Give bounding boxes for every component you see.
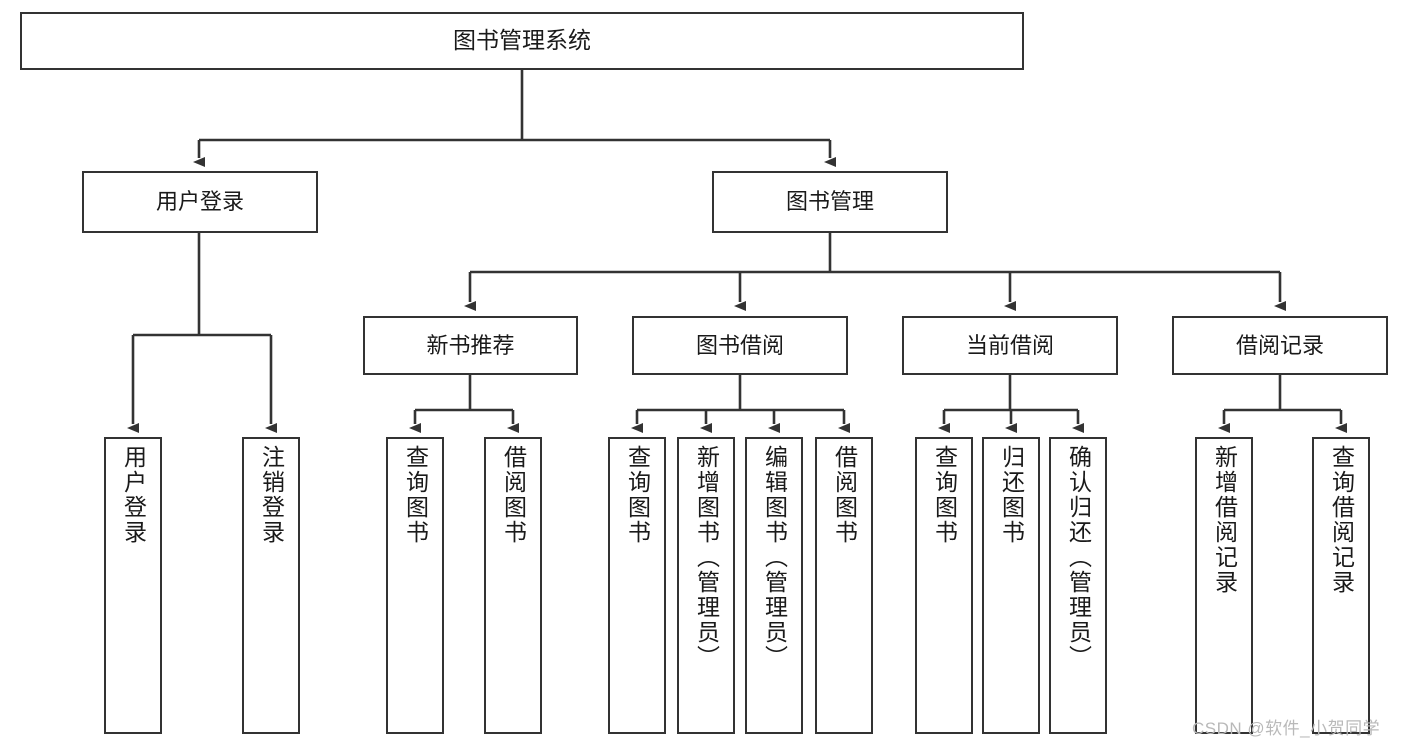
node-root[interactable]: 图书管理系统 <box>20 12 1024 70</box>
node-leaf-confirm-return-admin-label: 确认归还（管理员） <box>1065 445 1092 670</box>
node-leaf-borrow-book-new-label: 借阅图书 <box>500 445 527 545</box>
node-leaf-query-book-new-label: 查询图书 <box>402 445 429 545</box>
node-book-management[interactable]: 图书管理 <box>712 171 948 233</box>
node-leaf-borrow-book-new[interactable]: 借阅图书 <box>484 437 542 734</box>
node-current-borrow-label: 当前借阅 <box>965 332 1054 358</box>
node-borrow-record[interactable]: 借阅记录 <box>1172 316 1388 375</box>
node-leaf-add-borrow-record-label: 新增借阅记录 <box>1211 445 1238 595</box>
node-leaf-query-borrow-record[interactable]: 查询借阅记录 <box>1312 437 1370 734</box>
node-leaf-user-login[interactable]: 用户登录 <box>104 437 162 734</box>
node-user-login-label: 用户登录 <box>155 189 244 215</box>
node-leaf-return-book[interactable]: 归还图书 <box>982 437 1040 734</box>
node-leaf-query-book-current-label: 查询图书 <box>931 445 958 545</box>
node-new-book-recommend-label: 新书推荐 <box>426 332 515 358</box>
node-book-management-label: 图书管理 <box>785 189 874 215</box>
node-leaf-borrow-book-label: 借阅图书 <box>831 445 858 545</box>
node-leaf-add-borrow-record[interactable]: 新增借阅记录 <box>1195 437 1253 734</box>
node-leaf-query-book-borrow[interactable]: 查询图书 <box>608 437 666 734</box>
node-leaf-query-book-current[interactable]: 查询图书 <box>915 437 973 734</box>
node-leaf-query-book-borrow-label: 查询图书 <box>624 445 651 545</box>
node-book-borrow-label: 图书借阅 <box>695 332 784 358</box>
node-leaf-logout-label: 注销登录 <box>258 445 285 545</box>
node-new-book-recommend[interactable]: 新书推荐 <box>363 316 578 375</box>
node-leaf-confirm-return-admin[interactable]: 确认归还（管理员） <box>1049 437 1107 734</box>
node-leaf-query-book-new[interactable]: 查询图书 <box>386 437 444 734</box>
node-user-login[interactable]: 用户登录 <box>82 171 318 233</box>
node-leaf-query-borrow-record-label: 查询借阅记录 <box>1328 445 1355 595</box>
node-book-borrow[interactable]: 图书借阅 <box>632 316 848 375</box>
csdn-watermark: CSDN @软件_小贺同学 <box>1192 719 1381 738</box>
node-leaf-user-login-label: 用户登录 <box>120 445 147 545</box>
node-leaf-borrow-book[interactable]: 借阅图书 <box>815 437 873 734</box>
node-leaf-add-book-admin[interactable]: 新增图书（管理员） <box>677 437 735 734</box>
node-leaf-logout[interactable]: 注销登录 <box>242 437 300 734</box>
node-leaf-edit-book-admin-label: 编辑图书（管理员） <box>761 445 788 670</box>
node-borrow-record-label: 借阅记录 <box>1235 332 1324 358</box>
node-current-borrow[interactable]: 当前借阅 <box>902 316 1118 375</box>
node-leaf-edit-book-admin[interactable]: 编辑图书（管理员） <box>745 437 803 734</box>
node-leaf-add-book-admin-label: 新增图书（管理员） <box>693 445 720 670</box>
node-leaf-return-book-label: 归还图书 <box>998 445 1025 545</box>
node-root-label: 图书管理系统 <box>453 27 591 54</box>
